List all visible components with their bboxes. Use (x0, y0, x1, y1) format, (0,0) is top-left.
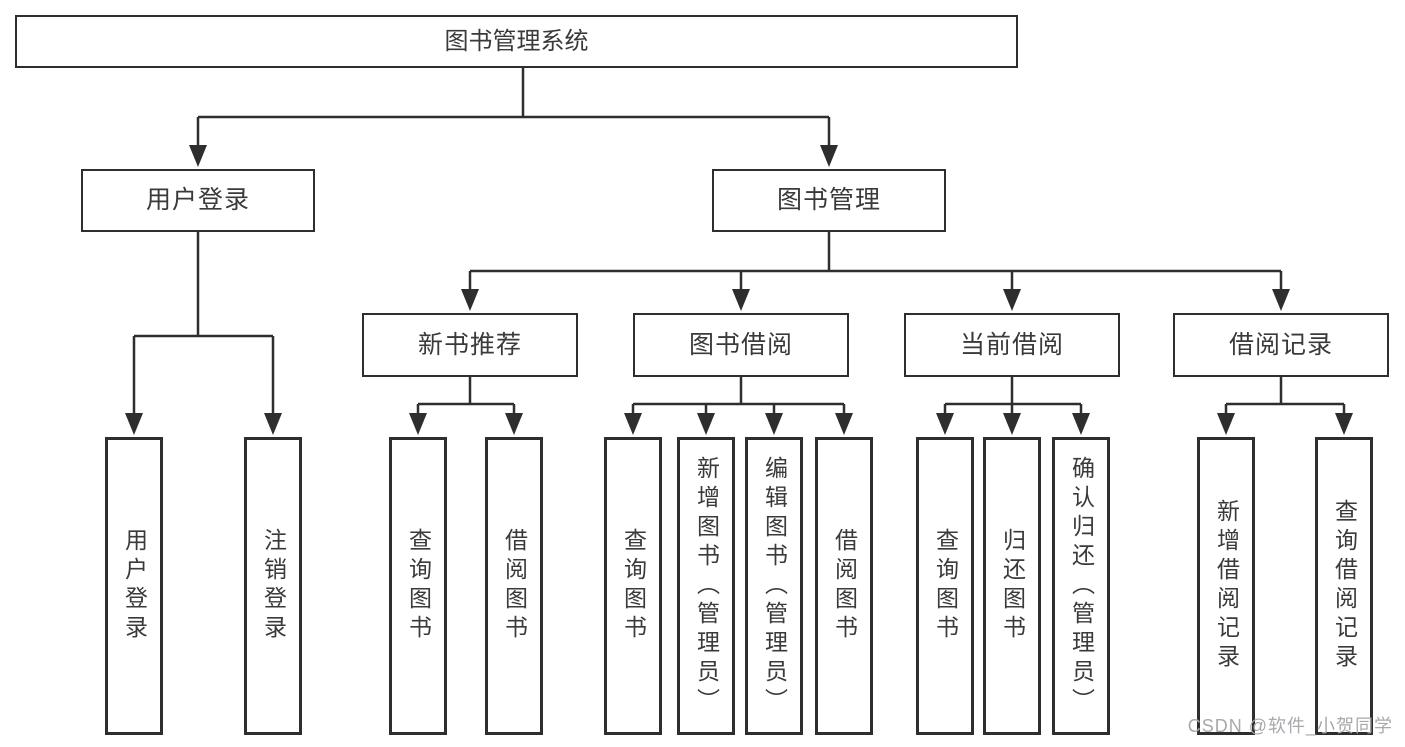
node-borrow-records: 借阅记录 (1173, 313, 1389, 377)
leaf-add-borrow-record: 新增借阅记录 (1197, 437, 1255, 735)
leaf-query-borrow-record: 查询借阅记录 (1315, 437, 1373, 735)
leaf-label: 用户登录 (121, 528, 148, 644)
node-label: 图书管理 (776, 186, 881, 214)
node-label: 借阅记录 (1228, 330, 1333, 359)
node-user-login: 用户登录 (81, 169, 315, 232)
leaf-user-login: 用户登录 (105, 437, 163, 735)
leaf-logout: 注销登录 (244, 437, 302, 735)
node-root: 图书管理系统 (15, 15, 1018, 68)
leaf-label: 新增借阅记录 (1213, 499, 1240, 673)
leaf-borrow-books: 借阅图书 (815, 437, 873, 735)
leaf-confirm-return-admin: 确认归还（管理员） (1052, 437, 1110, 735)
leaf-label: 新增图书（管理员） (693, 455, 720, 717)
leaf-label: 归还图书 (999, 528, 1026, 644)
leaf-query-books-borrow: 查询图书 (604, 437, 662, 735)
leaf-borrow-books-recommend: 借阅图书 (485, 437, 543, 735)
node-label: 当前借阅 (959, 330, 1064, 359)
leaf-label: 查询图书 (620, 528, 647, 644)
leaf-label: 查询图书 (932, 528, 959, 644)
leaf-return-books: 归还图书 (983, 437, 1041, 735)
leaf-label: 借阅图书 (501, 528, 528, 644)
node-label: 图书借阅 (688, 330, 793, 359)
node-new-book-recommend: 新书推荐 (362, 313, 578, 377)
leaf-add-books-admin: 新增图书（管理员） (677, 437, 735, 735)
leaf-label: 查询图书 (405, 528, 432, 644)
leaf-label: 查询借阅记录 (1331, 499, 1358, 673)
leaf-query-books-recommend: 查询图书 (389, 437, 447, 735)
leaf-label: 注销登录 (260, 528, 287, 644)
leaf-query-books-current: 查询图书 (916, 437, 974, 735)
node-root-label: 图书管理系统 (444, 27, 589, 55)
leaf-label: 借阅图书 (831, 528, 858, 644)
node-current-borrow: 当前借阅 (904, 313, 1120, 377)
node-label: 新书推荐 (417, 330, 522, 359)
leaf-label: 编辑图书（管理员） (761, 455, 788, 717)
leaf-label: 确认归还（管理员） (1068, 455, 1095, 717)
node-book-borrow: 图书借阅 (633, 313, 849, 377)
node-label: 用户登录 (145, 186, 250, 214)
node-book-management: 图书管理 (712, 169, 946, 232)
leaf-edit-books-admin: 编辑图书（管理员） (745, 437, 803, 735)
watermark: CSDN @软件_小贺同学 (1187, 716, 1393, 736)
